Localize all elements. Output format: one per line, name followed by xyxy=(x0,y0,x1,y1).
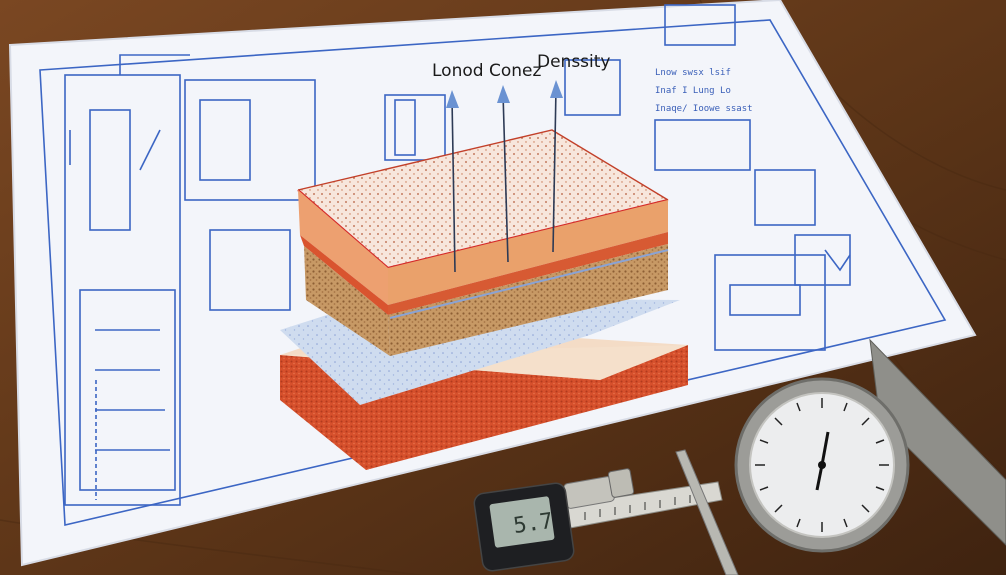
blueprint-note-1: Lnow swsx lsif xyxy=(655,68,731,78)
digital-caliper xyxy=(473,468,723,572)
blueprint-note-3: Inaqe/ Ioowe ssast xyxy=(655,104,753,114)
foam-top-block xyxy=(297,129,669,356)
arrow-head-right xyxy=(550,80,563,98)
blueprint-note-2: Inaf I Lung Lo xyxy=(655,86,731,96)
label-denssity: Denssity xyxy=(537,52,611,72)
scriber-tool xyxy=(675,449,739,575)
arrow-head-left xyxy=(446,90,459,108)
label-lonod-conez: Lonod Conez xyxy=(432,61,541,81)
gauge-ticks xyxy=(755,398,889,532)
density-arrows xyxy=(451,87,557,273)
dial-gauge xyxy=(734,338,1006,553)
caliper-display-value: 5.7 xyxy=(512,509,555,539)
blueprint-drawings xyxy=(39,4,947,526)
arrow-head-middle xyxy=(497,85,510,103)
